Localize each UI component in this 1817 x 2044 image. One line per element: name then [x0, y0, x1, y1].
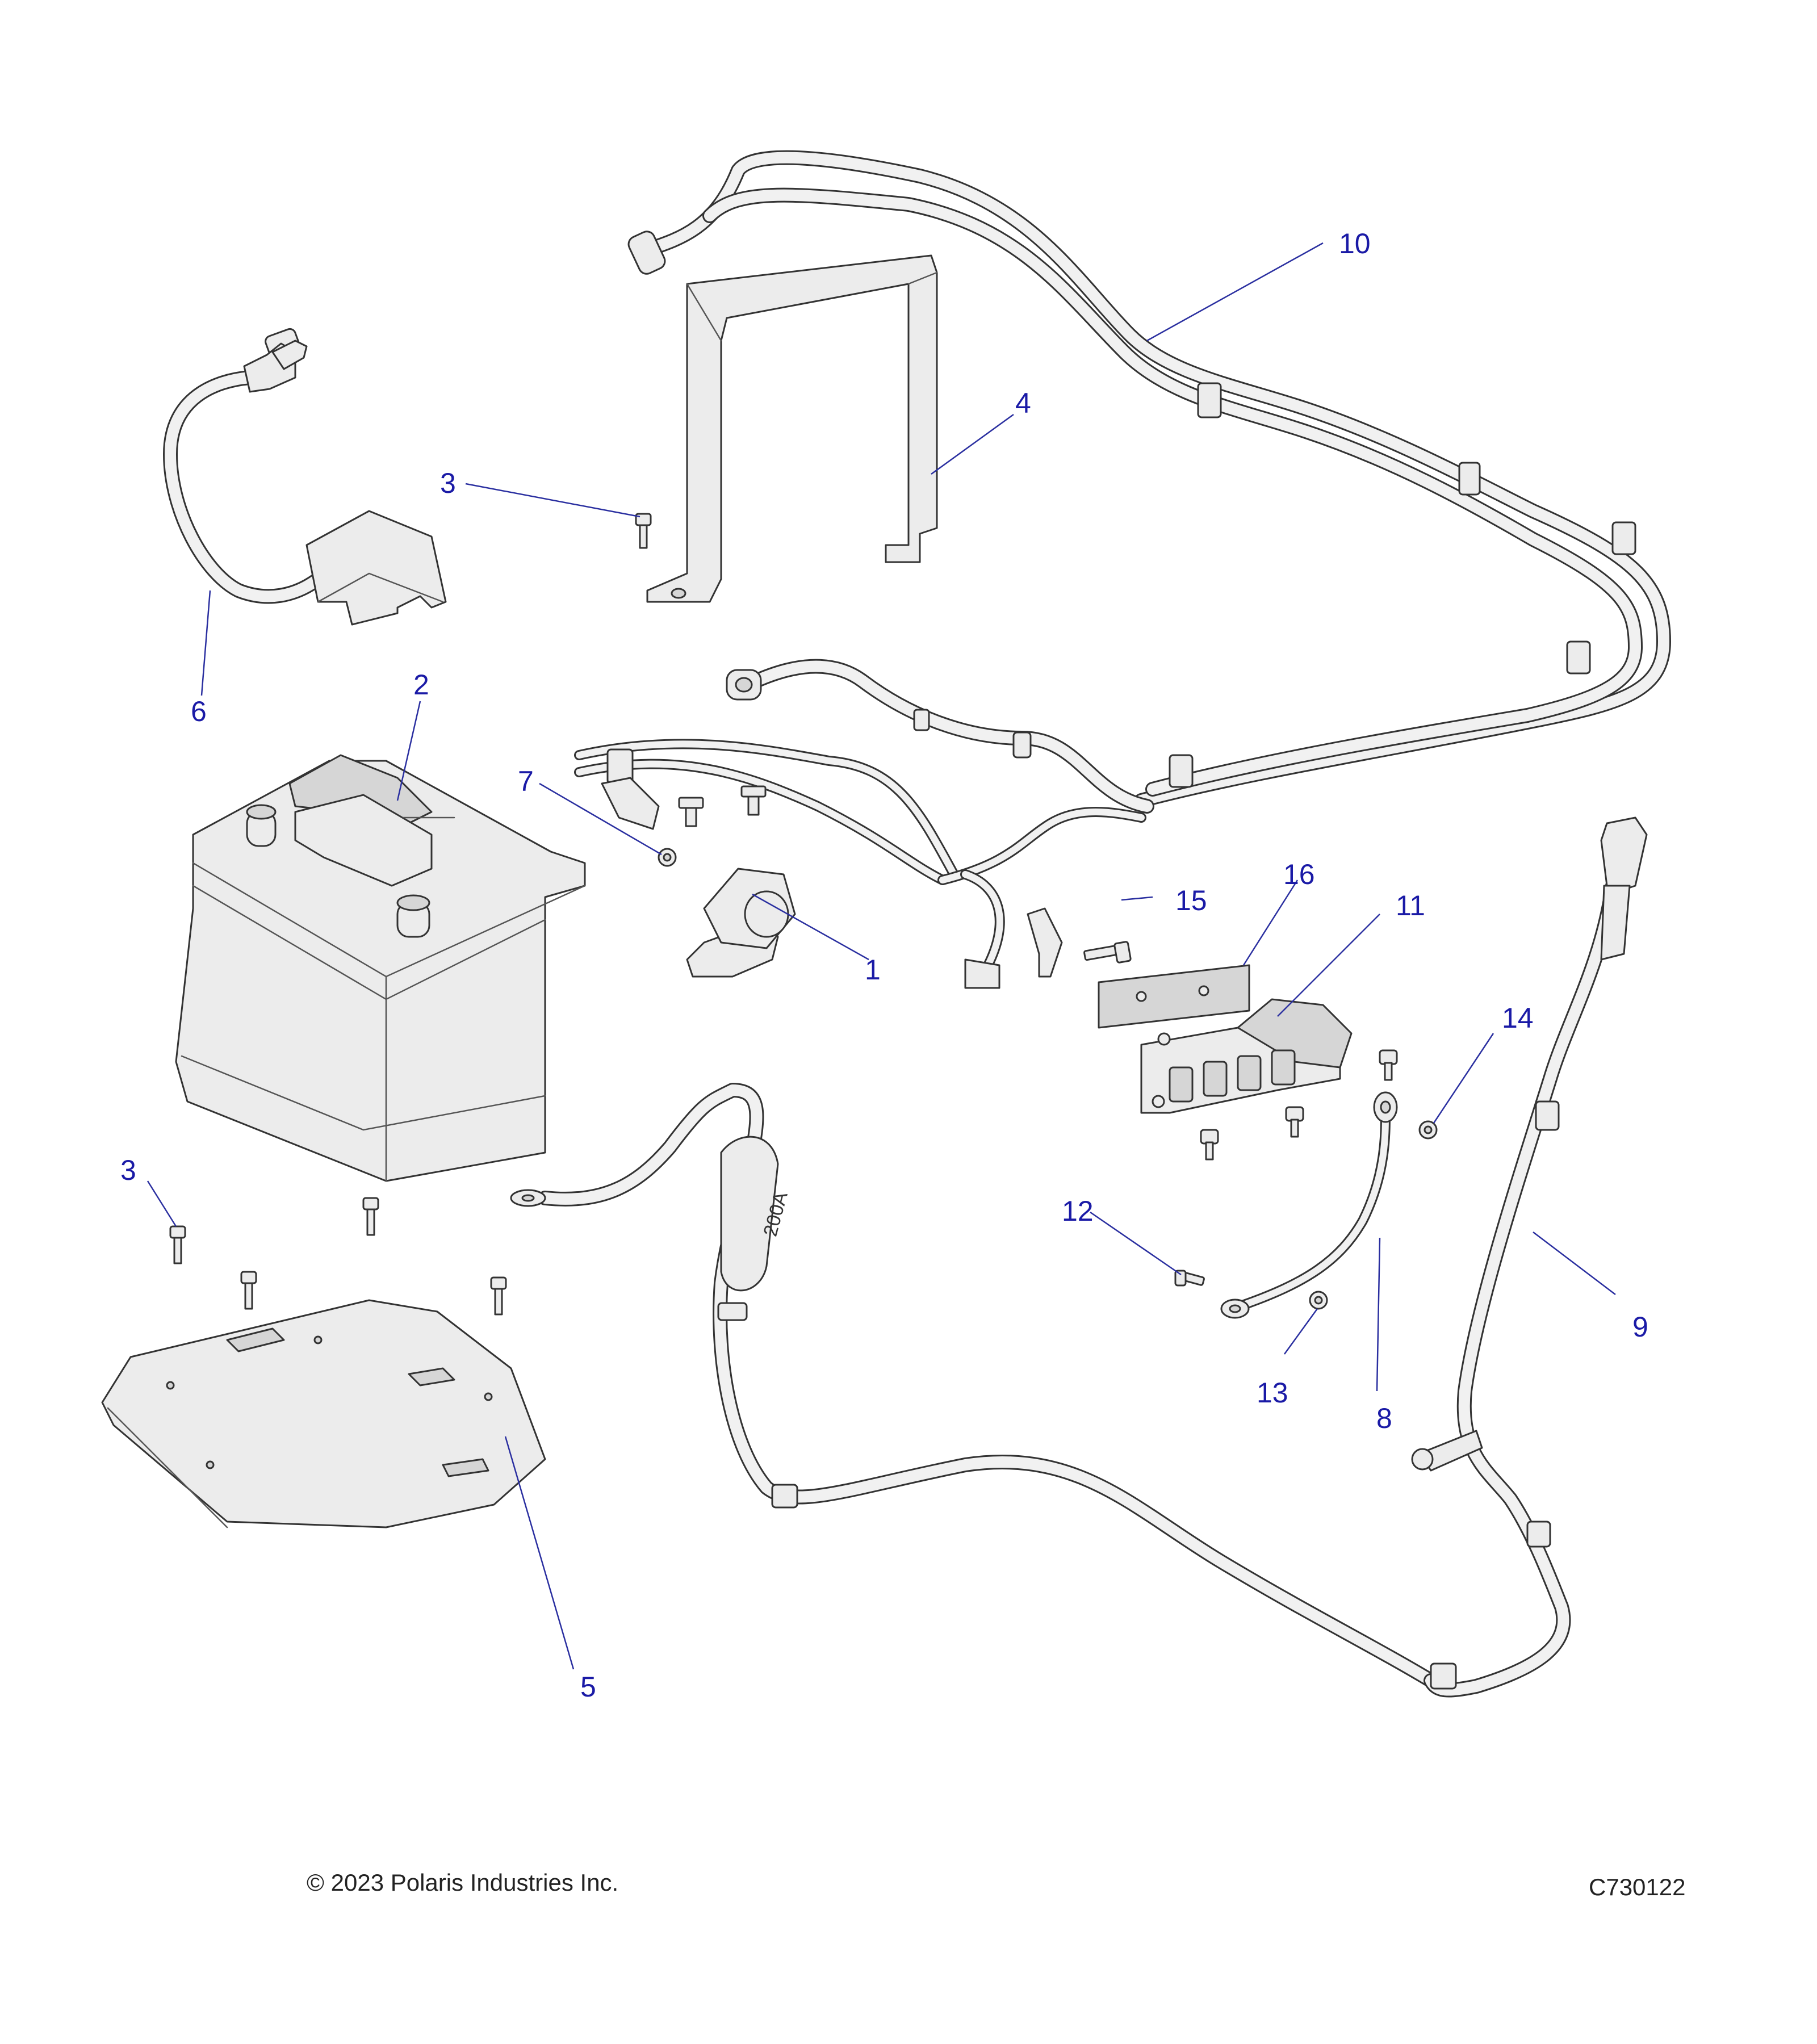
callout-16: 16 — [1283, 858, 1315, 890]
callout-15: 15 — [1175, 885, 1207, 916]
callouts: 1 2 3 3 4 5 6 7 8 9 10 11 12 13 14 15 16 — [120, 228, 1648, 1703]
copyright-notice: © 2023 Polaris Industries Inc. — [307, 1869, 619, 1896]
callout-12: 12 — [1062, 1195, 1094, 1227]
callout-8: 8 — [1376, 1402, 1392, 1434]
callout-5: 5 — [580, 1671, 596, 1703]
fuse-block-screw — [1285, 1106, 1304, 1138]
callout-2: 2 — [413, 669, 429, 701]
part-4-hold-down-bracket — [646, 254, 938, 603]
fuse-block-screw — [1379, 1049, 1398, 1081]
part-7-nut — [658, 848, 677, 867]
callout-4: 4 — [1015, 387, 1031, 419]
leader-lines — [146, 242, 1616, 1670]
part-3-bolts — [169, 513, 652, 1316]
bolt — [240, 1271, 257, 1310]
figure-code: C730122 — [1589, 1874, 1686, 1900]
part-15-bolt — [1083, 941, 1132, 964]
callout-3-tray-bolt: 3 — [120, 1154, 136, 1186]
callout-11: 11 — [1396, 890, 1425, 922]
part-8-ground-strap — [1220, 1091, 1398, 1319]
bolt — [169, 1225, 186, 1264]
callout-13: 13 — [1257, 1377, 1288, 1409]
fuse-block-screw — [1200, 1129, 1219, 1161]
part-9-positive-cable — [1411, 816, 1648, 1698]
part-12-bolt — [1174, 1270, 1205, 1287]
bolt — [490, 1276, 507, 1316]
bolt — [635, 513, 652, 549]
callout-7: 7 — [518, 765, 534, 797]
part-10-main-harness — [265, 150, 1671, 989]
part-5-battery-tray — [101, 1299, 546, 1528]
callout-6: 6 — [191, 696, 207, 727]
part-16-gasket — [1098, 964, 1250, 1029]
part-13-nut — [1309, 1291, 1328, 1310]
part-11-fuse-block — [1140, 998, 1398, 1161]
part-2-battery — [175, 754, 586, 1182]
part-14-nut — [1418, 1120, 1438, 1140]
callout-14: 14 — [1502, 1002, 1534, 1034]
callout-3-bracket-bolt: 3 — [440, 467, 456, 499]
callout-1: 1 — [865, 954, 881, 986]
part-1-solenoid — [601, 777, 796, 978]
bolt — [362, 1197, 379, 1236]
callout-9: 9 — [1632, 1311, 1648, 1343]
fused-battery-cable: 200A — [510, 1083, 1438, 1688]
part-6-cover-cable — [163, 340, 447, 626]
callout-10: 10 — [1339, 228, 1371, 259]
